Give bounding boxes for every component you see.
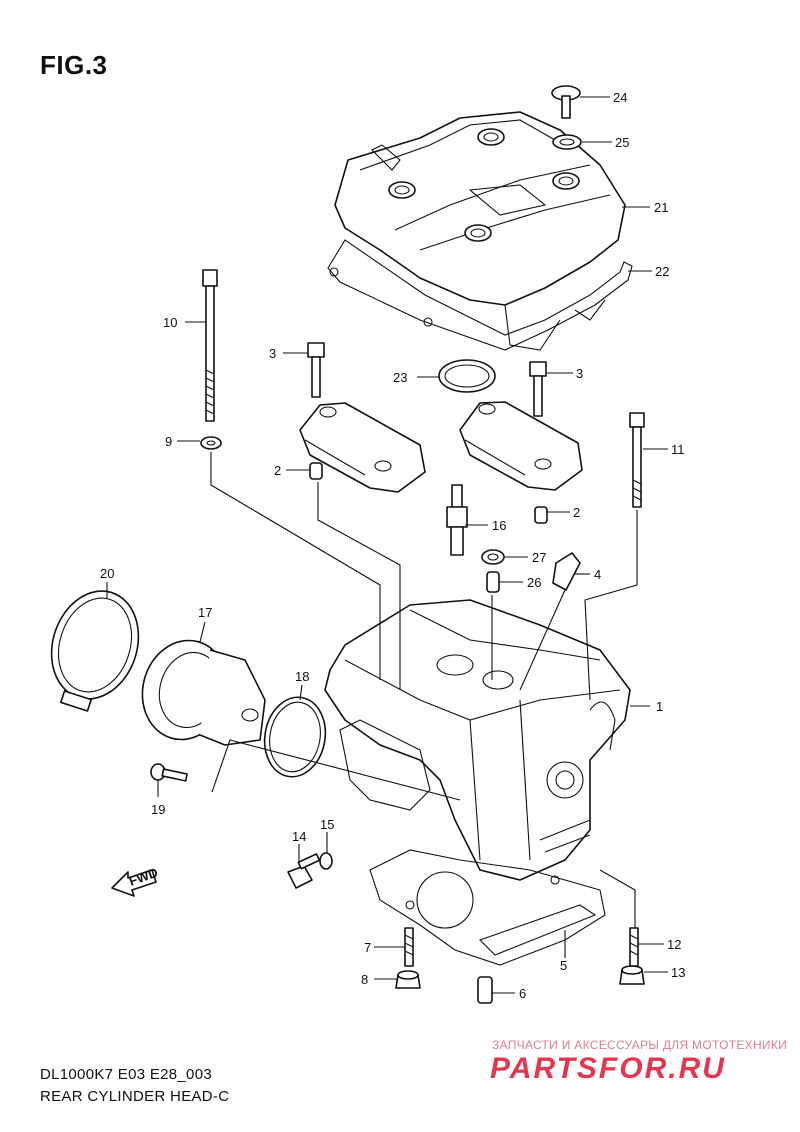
washer-9 [200, 436, 222, 450]
dowel-pin-2-right [534, 506, 548, 524]
callout-labels: 24 25 21 22 10 3 3 23 9 11 2 2 16 27 26 … [100, 90, 685, 1001]
callout-20: 20 [100, 566, 114, 581]
bolt-14 [287, 853, 321, 889]
o-ring-18 [263, 696, 327, 778]
watermark-tagline: ЗАПЧАСТИ И АКСЕССУАРЫ ДЛЯ МОТОТЕХНИКИ [492, 1038, 788, 1052]
callout-19: 19 [151, 802, 165, 817]
dowel-pin-2-left [309, 462, 323, 480]
leader-lines [106, 96, 668, 994]
plug-pipe-4 [552, 552, 581, 591]
callout-17: 17 [198, 605, 212, 620]
callout-26: 26 [527, 575, 541, 590]
stud-12 [629, 927, 639, 967]
washer-15 [319, 852, 333, 870]
callout-1: 1 [656, 699, 663, 714]
callout-11: 11 [671, 442, 685, 457]
callout-9: 9 [165, 434, 172, 449]
nut-8 [395, 970, 421, 989]
bolt-3-right [529, 361, 547, 417]
long-bolt-10 [202, 269, 218, 422]
callout-10: 10 [163, 315, 177, 330]
long-bolt-11 [629, 412, 645, 508]
dowel-6 [477, 976, 493, 1004]
watermark-logo: PARTSFOR.RU [490, 1052, 726, 1085]
callout-3-right: 3 [576, 366, 583, 381]
callout-18: 18 [295, 669, 309, 684]
bolt-3-left [307, 342, 325, 398]
o-ring-23 [438, 359, 496, 393]
callout-22: 22 [655, 264, 669, 279]
washer-25 [552, 134, 582, 150]
head-gasket [369, 849, 606, 966]
callout-24: 24 [613, 90, 627, 105]
nut-13 [619, 965, 645, 985]
callout-23: 23 [393, 370, 407, 385]
callout-13: 13 [671, 965, 685, 980]
assembly-name-caption: REAR CYLINDER HEAD-C [40, 1088, 230, 1105]
callout-21: 21 [654, 200, 668, 215]
clamp-20 [50, 590, 140, 712]
screw-19 [150, 763, 188, 782]
callout-2-left: 2 [274, 463, 281, 478]
callout-5: 5 [560, 958, 567, 973]
callout-3-left: 3 [269, 346, 276, 361]
model-code-caption: DL1000K7 E03 E28_003 [40, 1066, 212, 1083]
cylinder-head [324, 599, 631, 881]
callout-25: 25 [615, 135, 629, 150]
callout-12: 12 [667, 937, 681, 952]
callout-7: 7 [364, 940, 371, 955]
cover-bolt-24 [551, 85, 581, 119]
seal-27 [481, 549, 505, 565]
callout-4: 4 [594, 567, 601, 582]
callout-6: 6 [519, 986, 526, 1001]
head-cover-gasket [327, 239, 633, 351]
camshaft-holder-right [459, 401, 583, 491]
intake-pipe-17 [141, 639, 266, 746]
callout-16: 16 [492, 518, 506, 533]
cylinder-head-cover [334, 111, 626, 351]
dowel-26 [486, 571, 500, 593]
callout-27: 27 [532, 550, 546, 565]
callout-2-right: 2 [573, 505, 580, 520]
stud-7 [404, 927, 414, 967]
callout-8: 8 [361, 972, 368, 987]
fwd-direction-arrow: FWD [111, 865, 160, 897]
spark-plug-16 [446, 484, 468, 556]
figure-title: FIG.3 [40, 50, 108, 80]
callout-15: 15 [320, 817, 334, 832]
camshaft-holder-left [299, 402, 426, 493]
callout-14: 14 [292, 829, 306, 844]
